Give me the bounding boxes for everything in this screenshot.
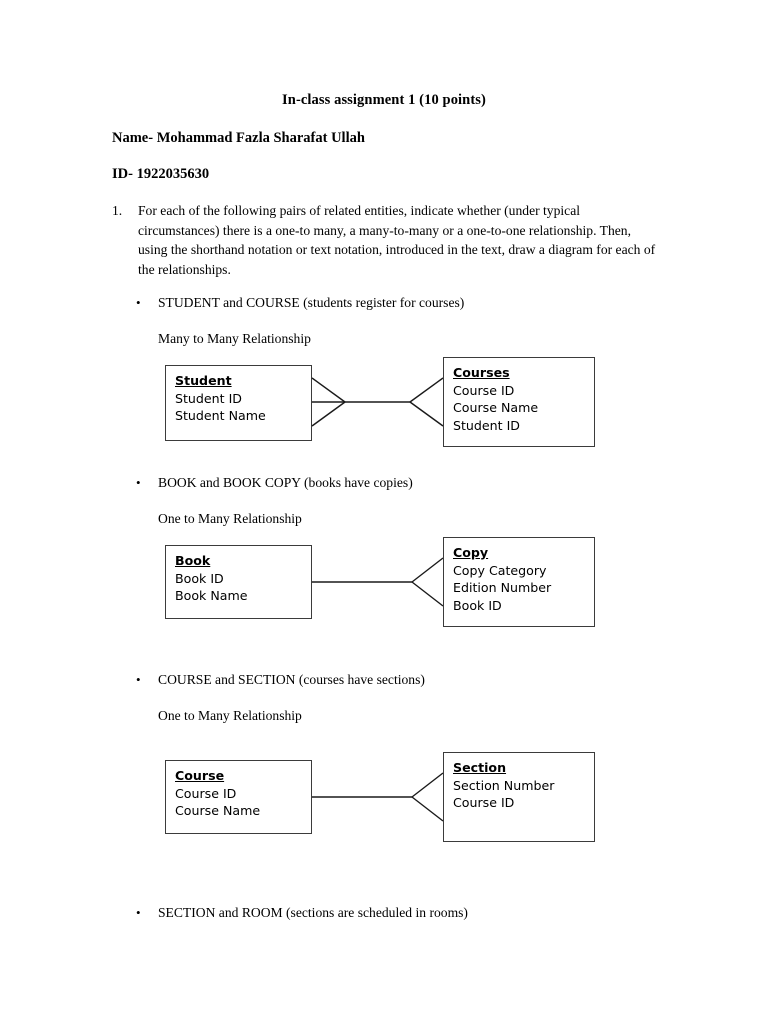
entity-title: Student	[175, 373, 232, 388]
entity-box-section: Section Section Number Course ID	[443, 752, 595, 842]
list-item-label: STUDENT and COURSE (students register fo…	[158, 295, 465, 310]
entity-attribute: Course ID	[453, 382, 515, 398]
question-text: For each of the following pairs of relat…	[138, 203, 656, 277]
relationship-label: Many to Many Relationship	[158, 331, 311, 346]
page-title: In-class assignment 1 (10 points)	[282, 92, 486, 108]
entity-attribute: Course Name	[175, 803, 261, 819]
entity-attribute: Book ID	[175, 570, 224, 586]
entity-box-book: Book Book ID Book Name	[165, 545, 312, 619]
entity-attribute: Course Name	[453, 400, 539, 416]
entity-attribute: Section Number	[453, 777, 555, 793]
relationship-label: One to Many Relationship	[158, 708, 302, 723]
relationship-connector-many-to-many	[311, 377, 444, 427]
entity-attribute: Student ID	[453, 417, 520, 433]
entity-attribute: Book Name	[175, 588, 248, 604]
bullet-icon: •	[136, 672, 141, 687]
entity-title: Section	[453, 760, 507, 775]
entity-box-course: Course Course ID Course Name	[165, 760, 312, 834]
list-item: • SECTION and ROOM (sections are schedul…	[136, 903, 656, 922]
entity-box-copy: Copy Copy Category Edition Number Book I…	[443, 537, 595, 627]
bullet-icon: •	[136, 905, 141, 920]
relationship-connector-one-to-many	[312, 557, 444, 607]
entity-attribute: Copy Category	[453, 562, 547, 578]
list-item: • COURSE and SECTION (courses have secti…	[136, 670, 656, 689]
student-id-line: ID- 1922035630	[112, 166, 210, 182]
entity-title: Copy	[453, 545, 489, 560]
entity-attribute: Student Name	[175, 408, 266, 424]
question-1: 1. For each of the following pairs of re…	[112, 201, 660, 279]
entity-attribute: Student ID	[175, 390, 242, 406]
list-item-label: BOOK and BOOK COPY (books have copies)	[158, 475, 413, 490]
entity-title: Course	[175, 768, 225, 783]
entity-title: Courses	[453, 365, 510, 380]
list-item: • BOOK and BOOK COPY (books have copies)	[136, 473, 656, 492]
entity-title: Book	[175, 553, 211, 568]
list-item: • STUDENT and COURSE (students register …	[136, 293, 656, 312]
student-name-line: Name- Mohammad Fazla Sharafat Ullah	[112, 130, 365, 146]
entity-box-student: Student Student ID Student Name	[165, 365, 312, 441]
relationship-connector-one-to-many	[312, 772, 444, 822]
entity-box-courses: Courses Course ID Course Name Student ID	[443, 357, 595, 447]
question-number: 1.	[112, 203, 123, 218]
entity-attribute: Book ID	[453, 597, 502, 613]
list-item-label: COURSE and SECTION (courses have section…	[158, 672, 425, 687]
entity-attribute: Course ID	[175, 785, 237, 801]
bullet-icon: •	[136, 295, 141, 310]
relationship-label: One to Many Relationship	[158, 511, 302, 526]
list-item-label: SECTION and ROOM (sections are scheduled…	[158, 905, 468, 920]
entity-attribute: Course ID	[453, 795, 515, 811]
bullet-icon: •	[136, 475, 141, 490]
entity-attribute: Edition Number	[453, 580, 552, 596]
